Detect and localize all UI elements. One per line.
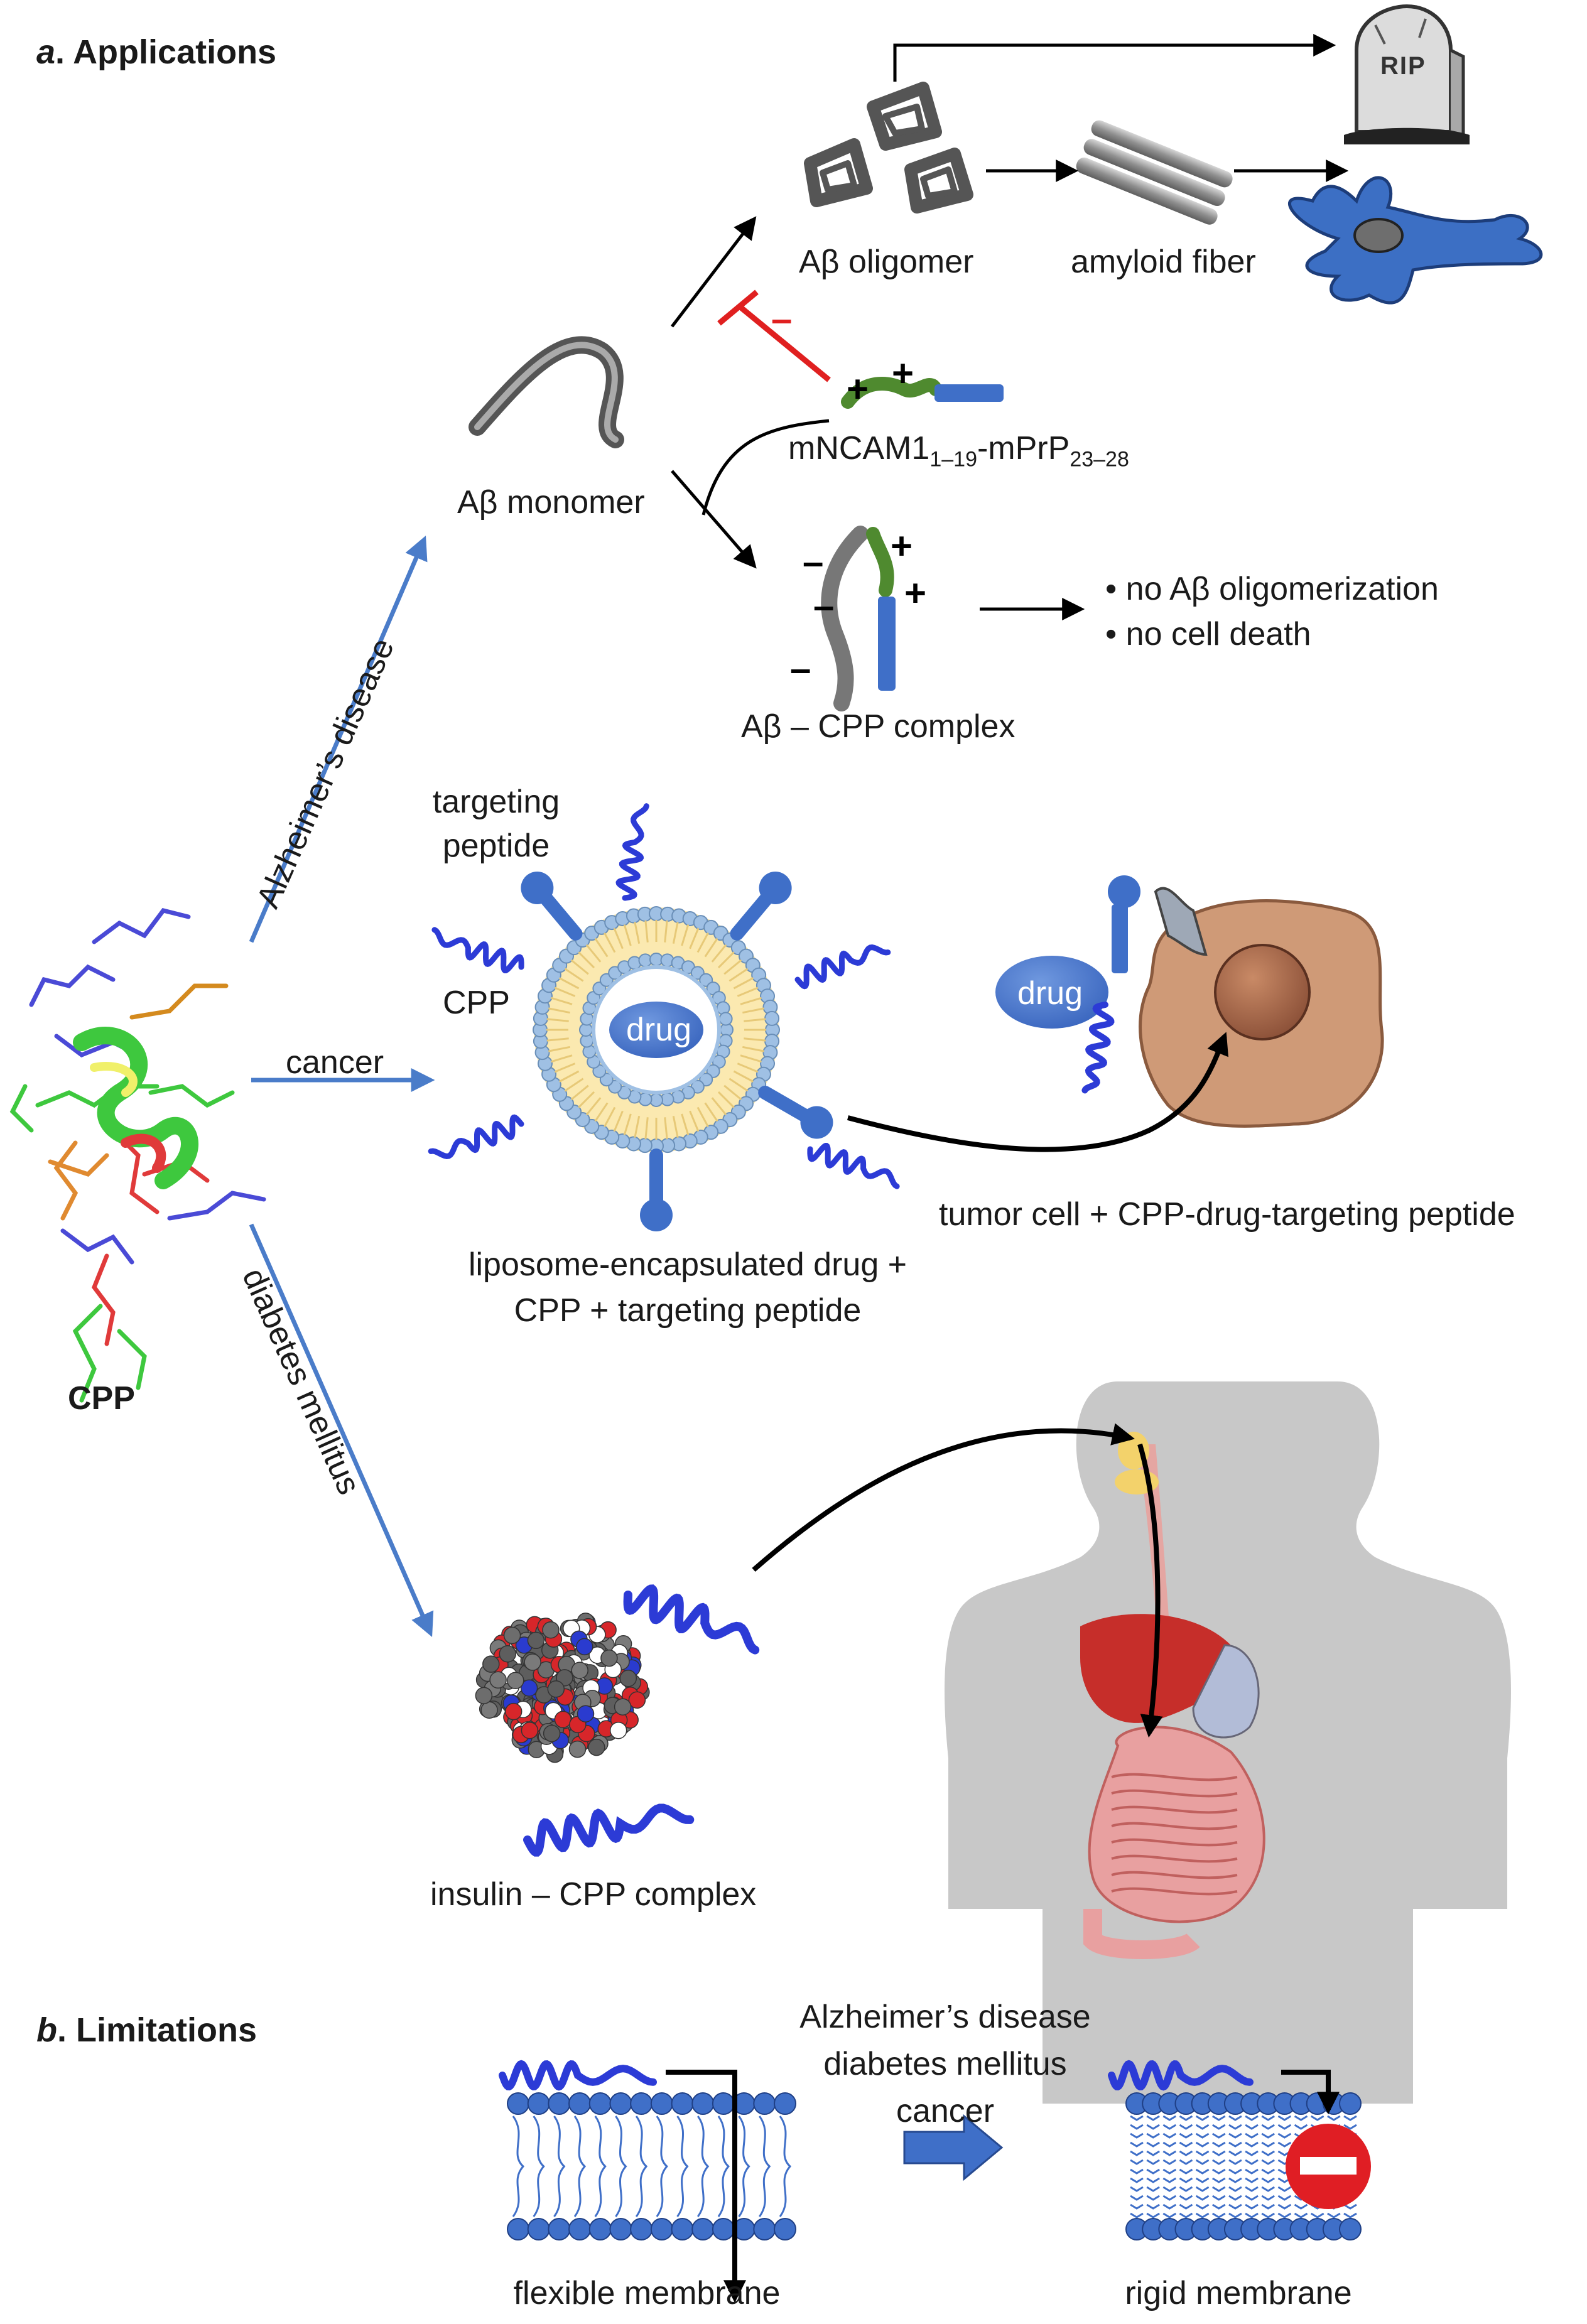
branch-label-cancer: cancer: [286, 1044, 384, 1081]
peptide-plus-1: +: [847, 368, 869, 410]
peptide-main: mNCAM1: [788, 430, 930, 467]
liposome-cpp-label: CPP: [443, 985, 510, 1021]
targeting-peptide-label-line1: targeting: [432, 784, 560, 820]
section-a-letter: a: [36, 33, 56, 71]
ab-monomer-label: Aβ monomer: [457, 484, 645, 521]
peptide-mid: -mPrP: [977, 430, 1070, 467]
cpp-molecule-label: CPP: [68, 1380, 135, 1417]
insulin-cpp-complex-icon: [475, 1584, 760, 1857]
limitation-condition-3: cancer: [896, 2093, 995, 2129]
section-b-title: b. Limitations: [36, 2011, 257, 2049]
ab-oligomer-icon: [804, 82, 973, 213]
insulin-cpp-label: insulin – CPP complex: [430, 1876, 757, 1913]
amyloid-fiber-icon: [1076, 120, 1233, 225]
complex-minus-2: –: [813, 585, 835, 627]
outcome-bullet-2: •: [1105, 616, 1117, 652]
peptide-plus-2: +: [892, 352, 914, 394]
peptide-sub-1: 1–19: [929, 447, 977, 472]
liposome-drug-label: drug: [626, 1012, 692, 1048]
section-a-title: a. Applications: [36, 33, 277, 71]
gravestone-text: RIP: [1380, 52, 1426, 80]
insulin-delivery-arrow: [752, 1423, 1163, 1738]
rigid-membrane-icon: [1108, 2060, 1362, 2240]
section-a-heading: Applications: [73, 33, 277, 71]
ab-cpp-complex-icon: [821, 526, 896, 711]
condition-transition-arrow: [903, 2114, 1004, 2181]
outcome-text-1: no Aβ oligomerization: [1125, 571, 1439, 607]
ab-monomer-icon: [469, 336, 624, 448]
tumor-drug-label: drug: [1017, 975, 1083, 1012]
tumor-cell-icon: [995, 875, 1384, 1128]
flexible-membrane-label: flexible membrane: [513, 2275, 781, 2311]
section-b-heading: Limitations: [76, 2011, 257, 2049]
disease-branch-arrows: [249, 536, 435, 1637]
liposome-caption-line1: liposome-encapsulated drug +: [468, 1246, 907, 1283]
limitation-condition-1: Alzheimer’s disease: [799, 1999, 1091, 2035]
complex-minus-3: –: [790, 647, 811, 689]
membrane-penetration-arrows: [666, 2070, 1340, 2303]
tumor-cell-caption: tumor cell + CPP-drug-targeting peptide: [939, 1196, 1515, 1233]
rigid-membrane-label: rigid membrane: [1125, 2275, 1352, 2311]
blocked-entry-icon: [1286, 2124, 1371, 2209]
outcome-bullet-1: •: [1105, 571, 1117, 607]
amyloid-fiber-label: amyloid fiber: [1071, 244, 1256, 280]
outcome-text-2: no cell death: [1125, 616, 1311, 652]
human-body-icon: [945, 1381, 1511, 2104]
inhibition-line: [717, 289, 831, 382]
cancer-delivery-arrow: [847, 1032, 1229, 1152]
targeting-peptide-label-line2: peptide: [442, 828, 550, 864]
complex-plus-2: +: [904, 572, 927, 614]
limitation-condition-2: diabetes mellitus: [823, 2046, 1067, 2082]
peptide-name-label: mNCAM11–19-mPrP23–28: [788, 428, 1129, 473]
gravestone-icon: [1344, 4, 1470, 144]
mncam-prp-peptide-icon: [841, 377, 1004, 409]
outcome-item-1: • no Aβ oligomerization: [1105, 570, 1439, 608]
liposome-icon: [428, 803, 900, 1231]
ab-oligomer-label: Aβ oligomer: [799, 244, 974, 280]
outcome-item-2: • no cell death: [1105, 615, 1311, 653]
section-b-letter: b: [36, 2011, 57, 2049]
liposome-caption-line2: CPP + targeting peptide: [514, 1292, 862, 1329]
ab-cpp-complex-label: Aβ – CPP complex: [741, 708, 1016, 745]
complex-plus-1: +: [891, 525, 913, 567]
peptide-sub-2: 23–28: [1070, 447, 1129, 472]
neuron-icon: [1288, 176, 1543, 305]
cpp-molecule-image: [9, 908, 266, 1403]
inhibition-sign: –: [771, 298, 793, 340]
flexible-membrane-icon: [499, 2060, 796, 2240]
complex-minus-1: –: [803, 541, 824, 583]
alzheimer-flow-arrows: [671, 34, 1349, 620]
